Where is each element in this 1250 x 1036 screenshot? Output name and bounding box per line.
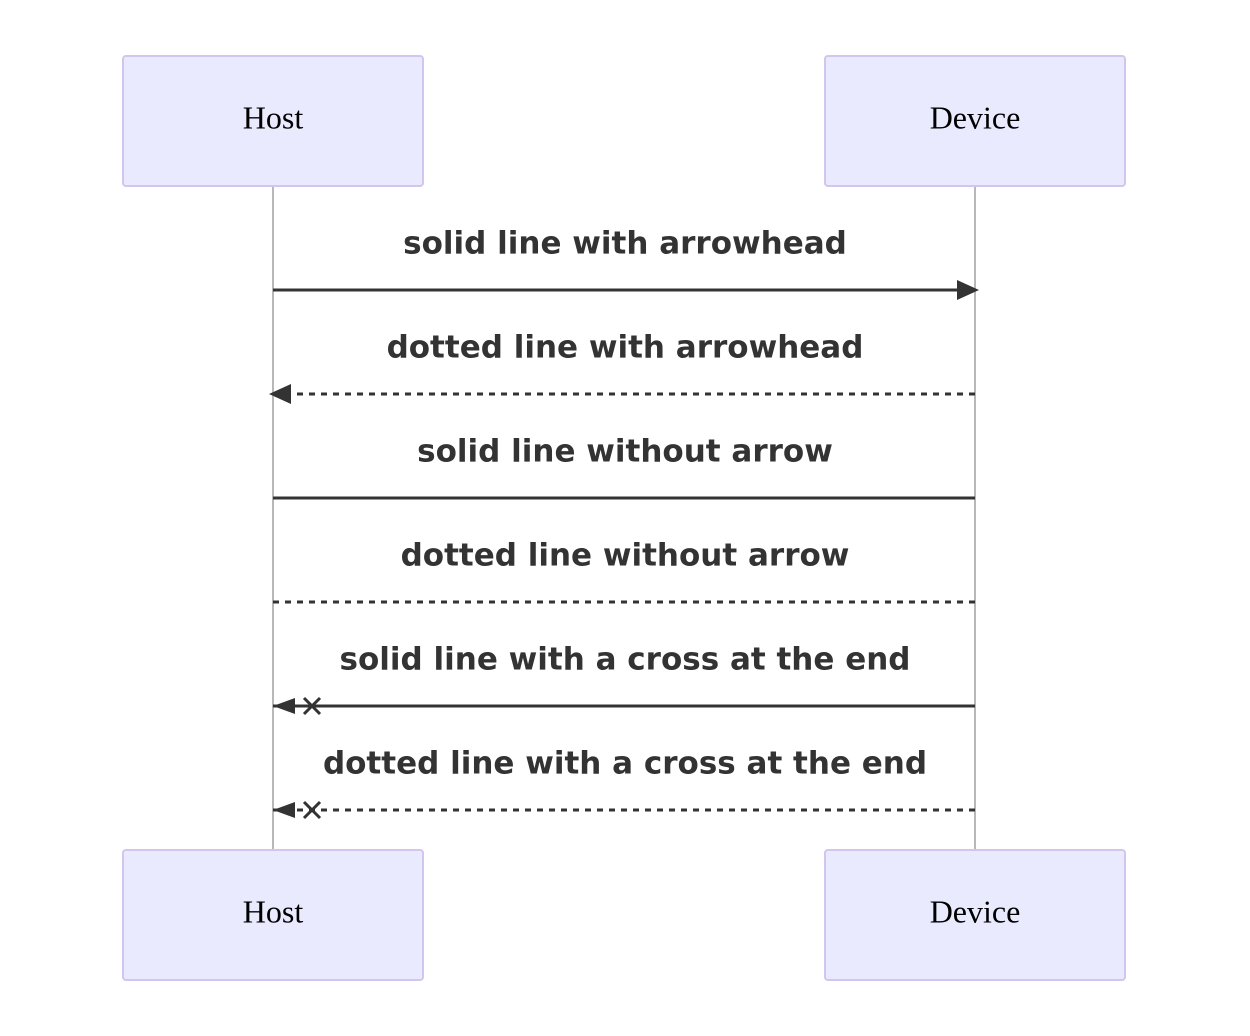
cross-icon — [302, 696, 322, 716]
arrowhead-icon — [273, 802, 295, 818]
message-3: solid line without arrow — [273, 434, 975, 500]
device-actor-bottom: Device — [824, 849, 1126, 981]
host-actor-bottom-label: Host — [243, 893, 304, 929]
arrowhead-icon — [957, 280, 979, 300]
message-label: dotted line with arrowhead — [387, 330, 864, 366]
cross-icon — [302, 800, 322, 820]
host-actor-top: Host — [122, 55, 424, 187]
messages: solid line with arrowhead dotted line wit… — [269, 226, 979, 820]
device-actor-top-label: Device — [930, 99, 1021, 135]
message-label: dotted line with a cross at the end — [323, 746, 927, 782]
host-actor-bottom: Host — [122, 849, 424, 981]
message-4: dotted line without arrow — [273, 538, 975, 604]
message-5: solid line with a cross at the end — [273, 642, 975, 716]
message-label: solid line without arrow — [417, 434, 833, 470]
device-actor-bottom-label: Device — [930, 893, 1021, 929]
message-label: solid line with arrowhead — [403, 226, 847, 262]
host-actor-top-label: Host — [243, 99, 304, 135]
message-label: solid line with a cross at the end — [340, 642, 911, 678]
message-1: solid line with arrowhead — [273, 226, 979, 300]
device-actor-top: Device — [824, 55, 1126, 187]
message-6: dotted line with a cross at the end — [273, 746, 975, 820]
arrowhead-icon — [269, 384, 291, 404]
message-2: dotted line with arrowhead — [269, 330, 975, 404]
message-label: dotted line without arrow — [401, 538, 850, 574]
arrowhead-icon — [273, 698, 295, 714]
